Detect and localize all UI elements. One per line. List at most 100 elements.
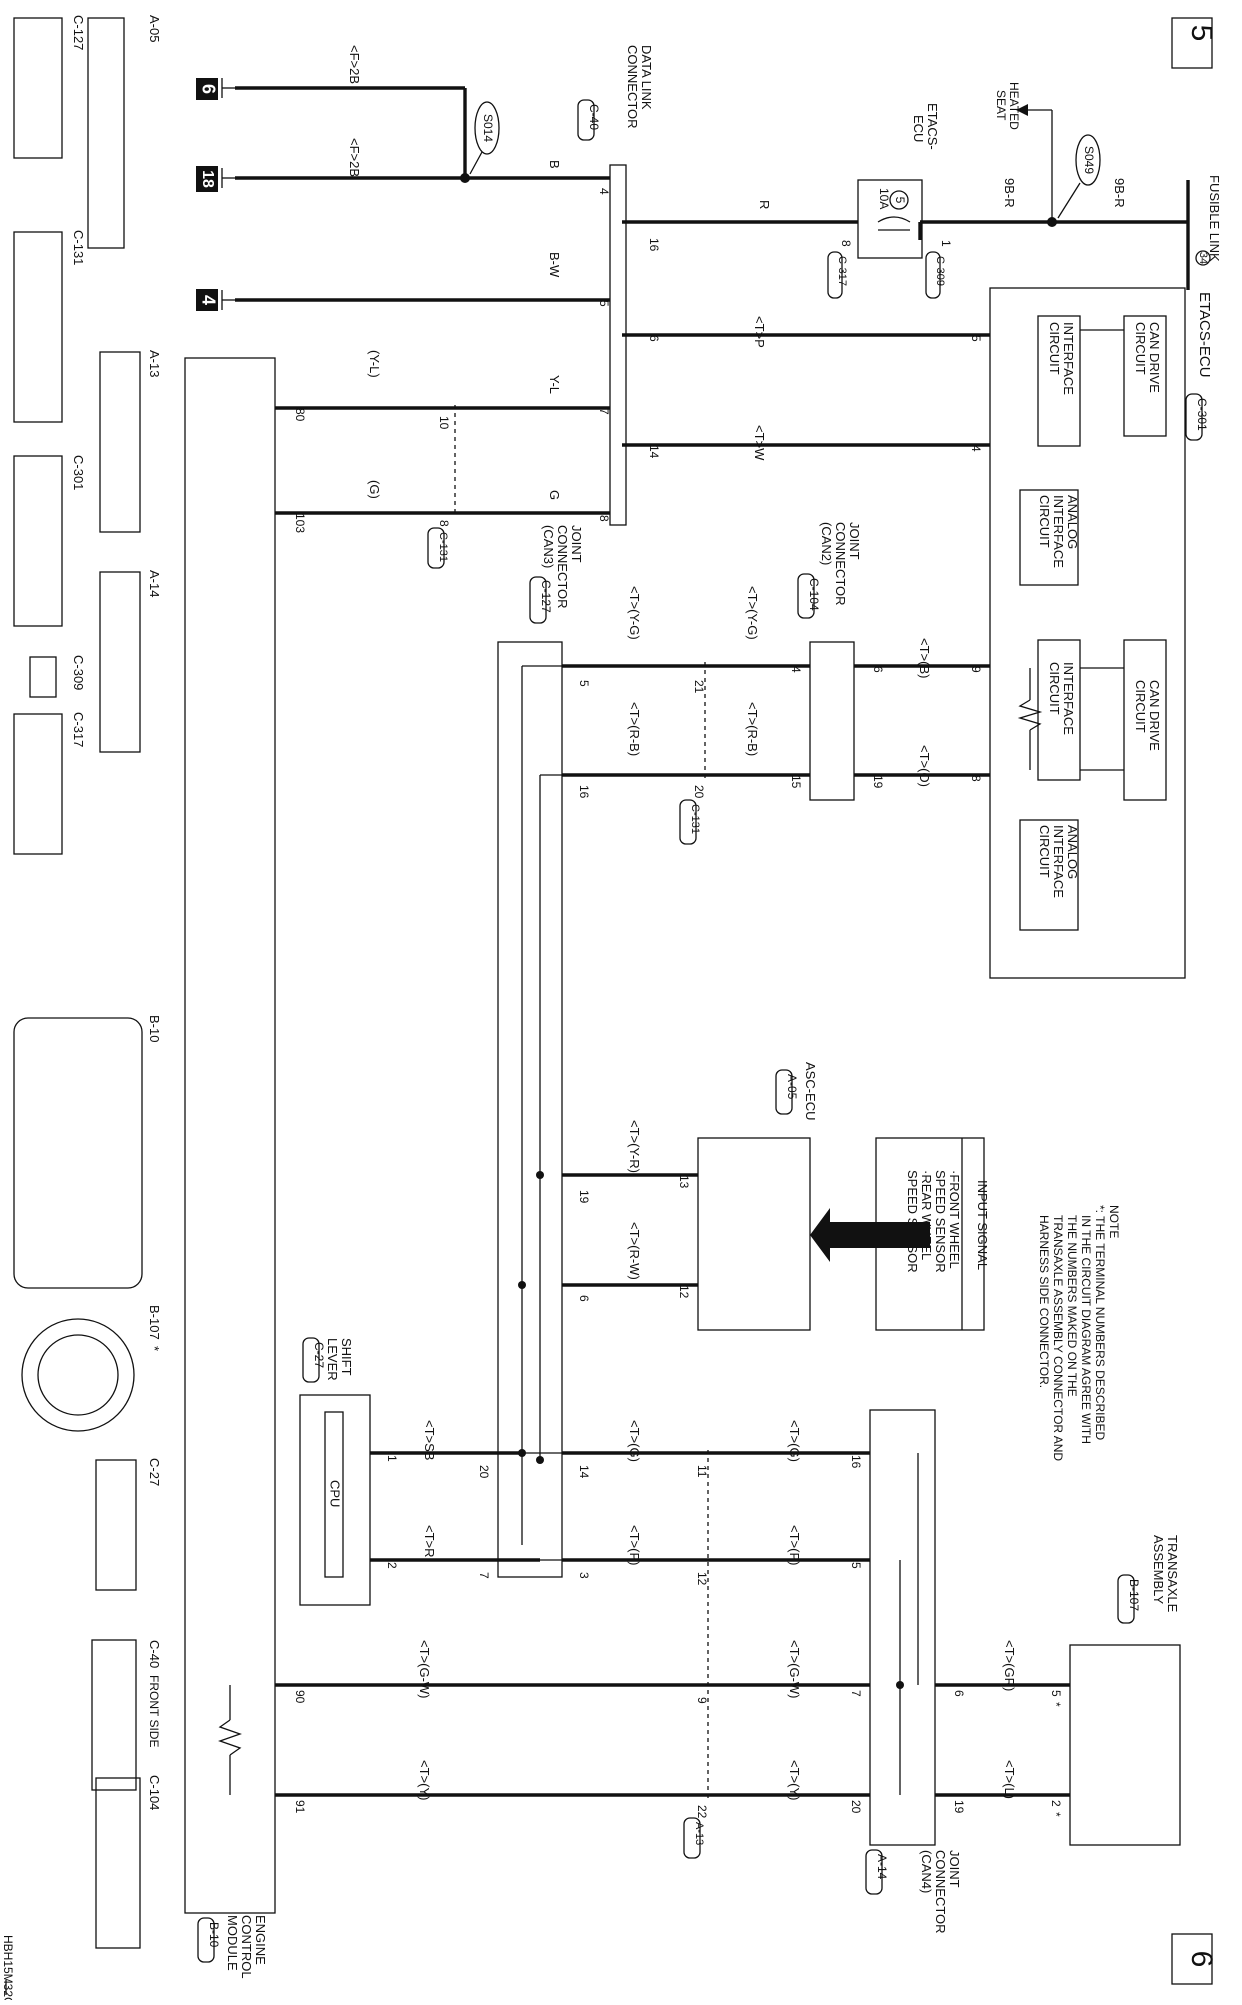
jc2-wire-rb-1: <T>(R-B) xyxy=(745,702,760,756)
transaxle-wire-gr: <T>(GR) xyxy=(1002,1640,1017,1691)
jc3-connector: C-127 xyxy=(539,580,553,613)
jc4-wire-gw-2: <T>(G-W) xyxy=(417,1640,432,1699)
ground-4-box xyxy=(196,289,218,311)
can-drive-1-l2: CIRCUIT xyxy=(1133,322,1148,375)
jc4-pin-11: 11 xyxy=(695,1465,709,1478)
conn-c309: C-309 xyxy=(934,256,946,286)
ecm-connector: B-10 xyxy=(207,1922,221,1948)
jc2-conn-c131: C-131 xyxy=(689,804,701,834)
jc4-wire-y-2: <T>(Y) xyxy=(417,1760,432,1800)
view-c301-label: C-301 xyxy=(71,455,86,490)
fusible-link-label: FUSIBLE LINK xyxy=(1207,175,1222,262)
view-c127-label: C-127 xyxy=(71,15,86,50)
jc4-wire-y-1: <T>(Y) xyxy=(787,1760,802,1800)
dlc-connector-code: C-40 xyxy=(587,104,601,130)
wire-9b-r-1: 9B-R xyxy=(1112,178,1127,208)
transaxle-pin-5-star: * xyxy=(1049,1702,1063,1707)
shift-wire-sb: <T>SB xyxy=(422,1420,437,1460)
etacs-pin-8: 8 xyxy=(969,775,983,782)
dlc-pin-14: 14 xyxy=(647,445,661,459)
wire-f2b-2: <F>2B xyxy=(347,138,362,177)
view-c309-label: C-309 xyxy=(71,655,86,690)
jc3-wire-g: (G) xyxy=(367,480,382,499)
analog-2-l3: CIRCUIT xyxy=(1037,825,1052,878)
dlc-pin-8: 8 xyxy=(597,515,611,522)
interface-2-l2: CIRCUIT xyxy=(1047,662,1062,715)
note-line-2: IN THE CIRCUIT DIAGRAM AGREE WITH xyxy=(1079,1215,1093,1444)
ecm-pin-103: 103 xyxy=(293,513,307,533)
jc3-conn-c131: C-131 xyxy=(437,532,449,562)
asc-box xyxy=(697,1137,811,1331)
drawing-code: HBH15M32CC xyxy=(1,1935,15,2000)
jc3-box xyxy=(497,641,563,1578)
ecm-pin-80: 80 xyxy=(293,408,307,422)
input-line-2: SPEED SENSOR xyxy=(933,1170,948,1273)
analog-1-l3: CIRCUIT xyxy=(1037,495,1052,548)
wire-r: R xyxy=(757,200,772,209)
etacs-ecu-conn-box xyxy=(1185,393,1203,441)
transaxle-pin-2: 2 xyxy=(1049,1800,1063,1807)
view-c40-front-side: FRONT SIDE xyxy=(147,1675,161,1747)
jc3-wire-yl: (Y-L) xyxy=(367,350,382,378)
ecm-title-2: CONTROL xyxy=(239,1915,254,1979)
shift-pin-2: 2 xyxy=(385,1562,399,1569)
ecm-box xyxy=(184,357,276,1914)
etacs-fuse-label-1: ETACS- xyxy=(925,103,940,150)
interface-1-l1: INTERFACE xyxy=(1061,322,1076,395)
transaxle-connector: B-107 xyxy=(1127,1579,1141,1611)
transaxle-wire-l: <T>(L) xyxy=(1002,1760,1017,1799)
can-wire-w: <T>W xyxy=(752,425,767,461)
asc-wire-rw: <T>(R-W) xyxy=(627,1222,642,1280)
ground-4: 4 xyxy=(198,295,218,305)
jc3-pin-20: 20 xyxy=(477,1465,491,1479)
jc2-wire-yg-2: <T>(Y-G) xyxy=(627,586,642,640)
jc2-pin-19: 19 xyxy=(871,775,885,789)
jc4-pin-9: 9 xyxy=(695,1697,709,1704)
etacs-ecu-title: ETACS-ECU xyxy=(1196,292,1213,378)
dlc-title-1: DATA LINK xyxy=(639,45,654,110)
jc4-title-2: CONNECTOR xyxy=(933,1850,948,1934)
jc2-title-1: JOINT xyxy=(847,522,862,560)
jc3-pin-7: 7 xyxy=(477,1572,491,1579)
dlc-wire-g: G xyxy=(547,490,562,500)
analog-1-l2: INTERFACE xyxy=(1051,495,1066,568)
analog-2-l2: INTERFACE xyxy=(1051,825,1066,898)
view-a05-label: A-05 xyxy=(147,15,162,42)
jc4-pin-19: 19 xyxy=(952,1800,966,1814)
etacs-pin-9: 9 xyxy=(969,666,983,673)
jc3-pin-5: 5 xyxy=(577,680,591,687)
page-number-box xyxy=(1171,17,1213,69)
ground-18: 18 xyxy=(199,170,216,188)
jc2-wire-rb-2: <T>(R-B) xyxy=(627,702,642,756)
jc2-wire-yg-1: <T>(Y-G) xyxy=(745,586,760,640)
jc3-pin-19: 19 xyxy=(577,1190,591,1204)
jc4-pin-16: 16 xyxy=(849,1455,863,1469)
can-drive-2-l2: CIRCUIT xyxy=(1133,680,1148,733)
note-line-3: THE NUMBERS MAKED ON THE xyxy=(1065,1215,1079,1397)
jc4-pin-7: 7 xyxy=(849,1690,863,1697)
shift-wire-r: <T>R xyxy=(422,1525,437,1558)
dlc-pin-5: 5 xyxy=(597,300,611,307)
heated-seat-2: SEAT xyxy=(994,90,1008,121)
jc2-wire-b: <T>(B) xyxy=(917,638,932,678)
note-line-1: *: THE TERMINAL NUMBERS DESCRIBED xyxy=(1093,1205,1107,1440)
view-a14-label: A-14 xyxy=(147,570,162,597)
shift-connector: C-27 xyxy=(312,1342,326,1368)
can-drive-1-l1: CAN DRIVE xyxy=(1147,322,1162,393)
connector-views: A-05 C-127 C-131 A-13 C-301 A-14 C-309 C… xyxy=(13,15,162,1949)
conn-c317-box xyxy=(827,251,843,299)
transaxle-pin-5: 5 xyxy=(1049,1690,1063,1697)
ground-6: 6 xyxy=(198,84,218,94)
jc3-pin-10: 10 xyxy=(437,416,451,430)
analog-2-l1: ANALOG xyxy=(1065,825,1080,879)
asc-connector: A-05 xyxy=(785,1074,799,1100)
jc2-connector: C-104 xyxy=(807,578,821,611)
dlc-pin-7: 7 xyxy=(597,408,611,415)
jc4-connector: A-14 xyxy=(875,1854,889,1880)
view-c131-label: C-131 xyxy=(71,230,86,265)
ecm-title-1: ENGINE xyxy=(253,1915,268,1965)
conn-c317: C-317 xyxy=(836,256,848,286)
dlc-wire-bw: B-W xyxy=(547,252,562,278)
ecm-title-3: MODULE xyxy=(225,1915,240,1971)
